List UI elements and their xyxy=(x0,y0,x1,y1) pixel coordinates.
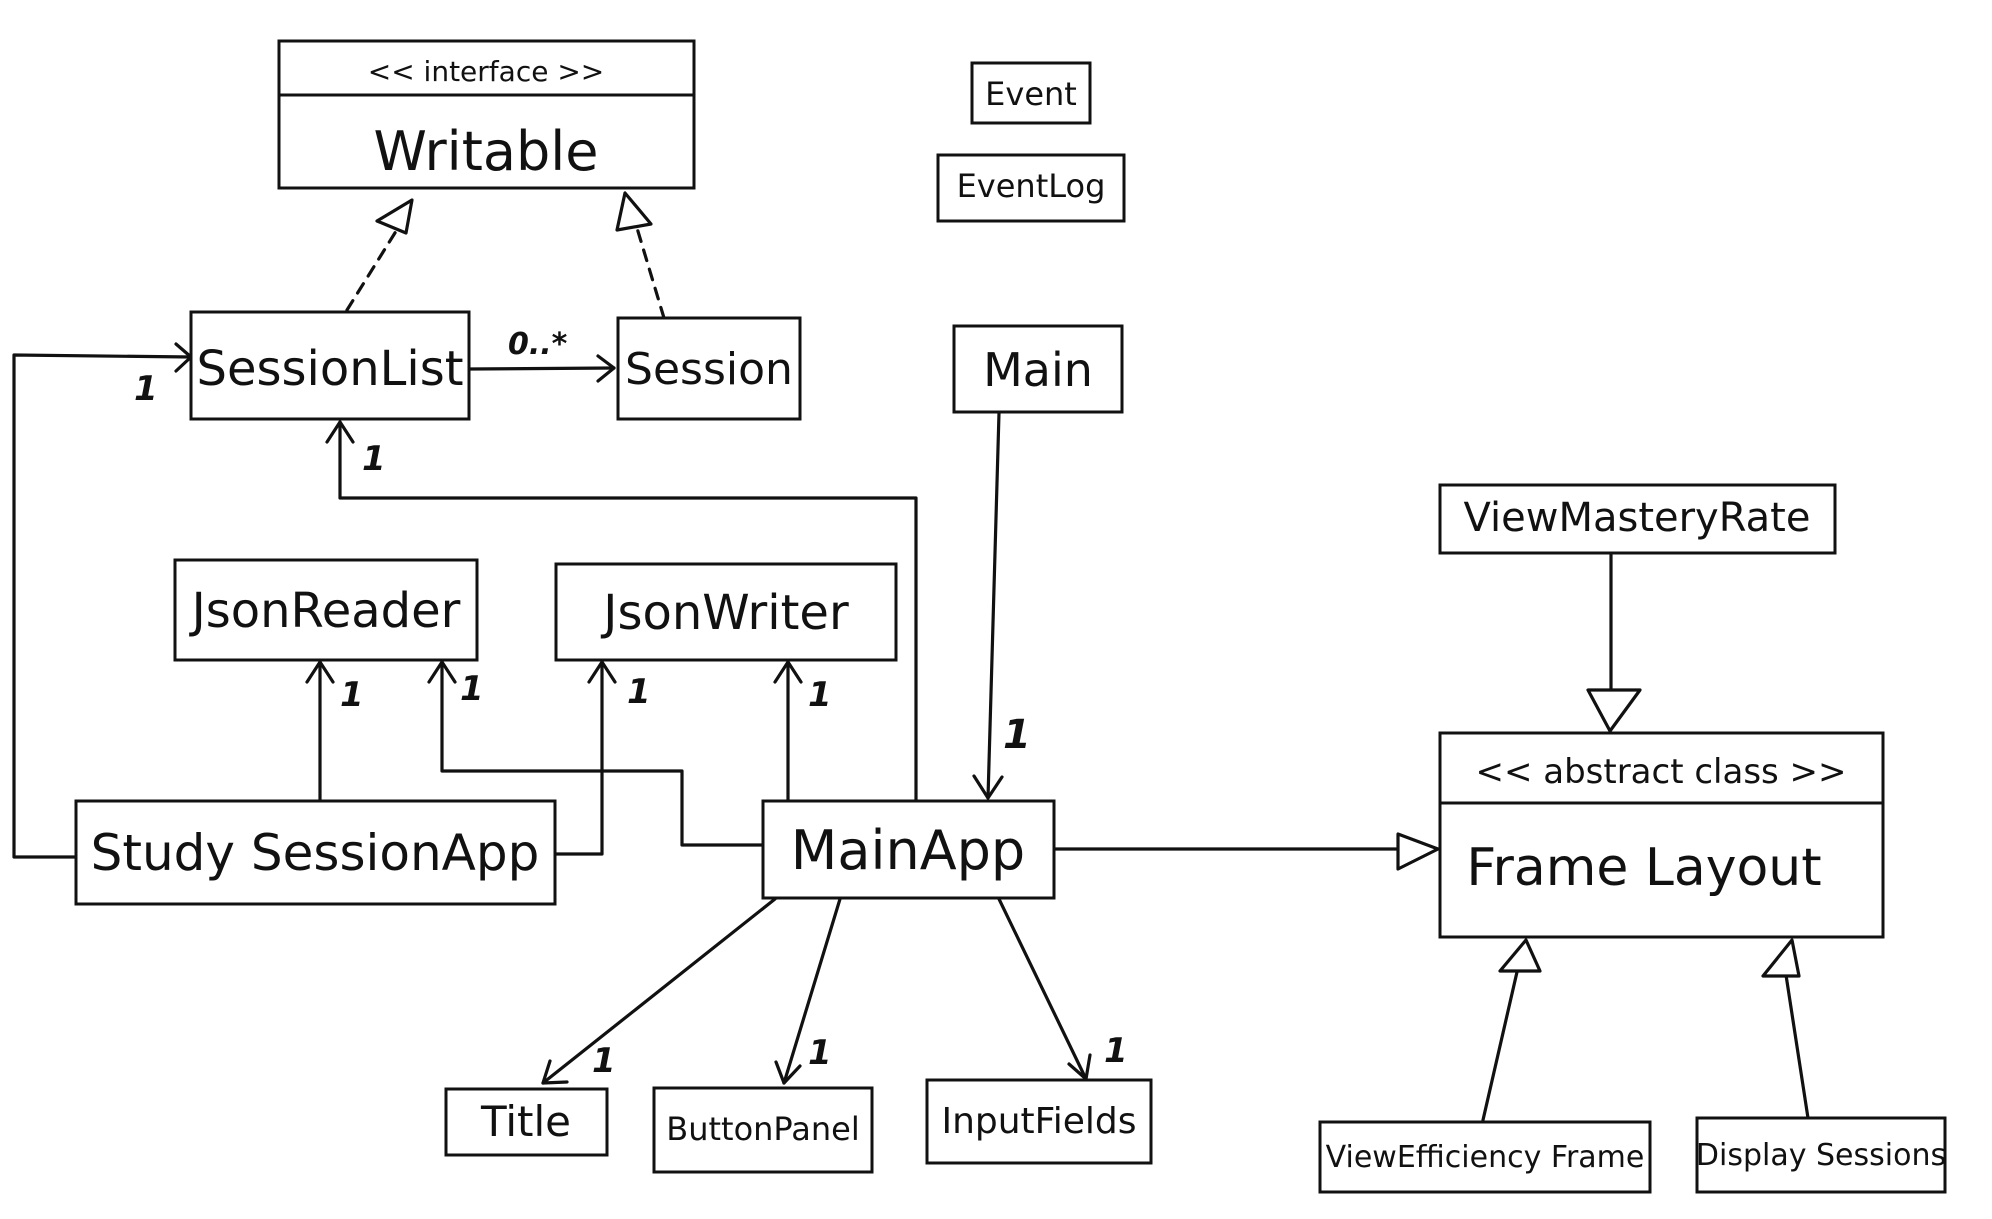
class-name: Study SessionApp xyxy=(91,824,540,882)
edge-sessionlist-implements-writable xyxy=(345,198,414,312)
class-box-displaysessions: Display Sessions xyxy=(1695,1116,1947,1194)
class-box-viewmasteryrate: ViewMasteryRate xyxy=(1438,483,1837,555)
generalization-arrowhead xyxy=(1498,938,1542,973)
multiplicity-label: 1 xyxy=(340,675,364,715)
class-stereotype: << abstract class >> xyxy=(1475,752,1846,792)
multiplicity-label: 0..* xyxy=(508,327,568,362)
edge-mainapp-to-inputfields: 1 xyxy=(997,897,1128,1081)
class-box-sessionlist: SessionList xyxy=(189,310,471,421)
class-name: Writable xyxy=(374,120,599,183)
edge-mainapp-extends-framelayout xyxy=(1053,832,1440,871)
edge-viewefficiencyframe-extends-framelayout xyxy=(1481,938,1542,1122)
class-box-main: Main xyxy=(952,324,1124,414)
class-name: ViewEfficiency Frame xyxy=(1326,1140,1645,1175)
association-arrowhead xyxy=(325,420,355,444)
class-box-jsonwriter: JsonWriter xyxy=(554,562,898,662)
multiplicity-label: 1 xyxy=(134,369,158,409)
association-arrowhead xyxy=(596,354,616,383)
class-name: Session xyxy=(625,344,793,395)
multiplicity-label: 1 xyxy=(362,439,386,479)
multiplicity-label: 1 xyxy=(1104,1031,1128,1071)
multiplicity-label: 1 xyxy=(627,672,651,712)
class-name: JsonWriter xyxy=(600,585,849,641)
class-box-title: Title xyxy=(444,1087,609,1157)
class-name: InputFields xyxy=(941,1101,1136,1142)
edge-session-implements-writable xyxy=(615,191,666,320)
class-name: Frame Layout xyxy=(1466,838,1821,898)
class-box-writable: << interface >> Writable xyxy=(277,39,696,190)
class-box-studysessionapp: Study SessionApp xyxy=(74,799,557,906)
class-box-eventlog: EventLog xyxy=(936,153,1126,223)
edge-mainapp-to-jsonreader: 1 xyxy=(427,660,765,847)
multiplicity-label: 1 xyxy=(808,675,832,715)
edge-mainapp-to-title: 1 xyxy=(541,897,777,1085)
class-box-buttonpanel: ButtonPanel xyxy=(652,1086,874,1174)
class-name: Event xyxy=(985,75,1077,113)
class-name: Display Sessions xyxy=(1696,1138,1946,1173)
multiplicity-label: 1 xyxy=(592,1041,616,1081)
edge-studysessionapp-to-jsonwriter: 1 xyxy=(553,660,651,856)
class-box-session: Session xyxy=(616,316,802,421)
class-name: ButtonPanel xyxy=(666,1110,860,1148)
class-name: EventLog xyxy=(957,167,1106,205)
class-box-jsonreader: JsonReader xyxy=(173,558,479,662)
class-box-viewefficiencyframe: ViewEfficiency Frame xyxy=(1318,1120,1652,1194)
class-name: Title xyxy=(480,1097,571,1146)
generalization-arrowhead xyxy=(1586,688,1642,733)
class-name: JsonReader xyxy=(189,583,461,639)
generalization-arrowhead xyxy=(1761,938,1801,978)
association-arrowhead xyxy=(587,660,617,684)
edge-mainapp-to-buttonpanel: 1 xyxy=(774,897,842,1085)
association-arrowhead xyxy=(972,774,1004,800)
class-stereotype: << interface >> xyxy=(368,55,605,88)
edge-sessionlist-to-session: 0..* xyxy=(468,327,616,383)
edge-displaysessions-extends-framelayout xyxy=(1761,938,1810,1120)
class-box-event: Event xyxy=(970,61,1092,125)
class-name: ViewMasteryRate xyxy=(1464,495,1811,541)
generalization-arrowhead xyxy=(1396,832,1440,871)
multiplicity-label: 1 xyxy=(808,1033,832,1073)
edge-main-to-mainapp: 1 xyxy=(972,411,1031,800)
class-name: SessionList xyxy=(196,341,463,397)
edge-viewmasteryrate-extends-framelayout xyxy=(1586,553,1642,733)
edge-studysessionapp-to-jsonreader: 1 xyxy=(305,660,364,803)
class-box-inputfields: InputFields xyxy=(925,1078,1153,1165)
class-box-framelayout: << abstract class >> Frame Layout xyxy=(1438,731,1885,939)
edge-studysessionapp-to-sessionlist: 1 xyxy=(12,342,193,859)
association-arrowhead xyxy=(774,1060,802,1085)
association-arrowhead xyxy=(541,1059,569,1085)
realization-arrowhead xyxy=(375,198,414,235)
multiplicity-label: 1 xyxy=(460,669,484,709)
class-box-mainapp: MainApp xyxy=(761,799,1056,900)
edge-mainapp-to-sessionlist: 1 xyxy=(325,420,918,803)
association-arrowhead xyxy=(773,660,803,684)
association-arrowhead xyxy=(305,660,335,684)
class-name: Main xyxy=(983,343,1093,397)
multiplicity-label: 1 xyxy=(1003,712,1031,758)
edge-mainapp-to-jsonwriter: 1 xyxy=(773,660,832,803)
association-arrowhead xyxy=(427,660,457,684)
class-name: MainApp xyxy=(791,819,1025,882)
realization-arrowhead xyxy=(615,191,653,232)
